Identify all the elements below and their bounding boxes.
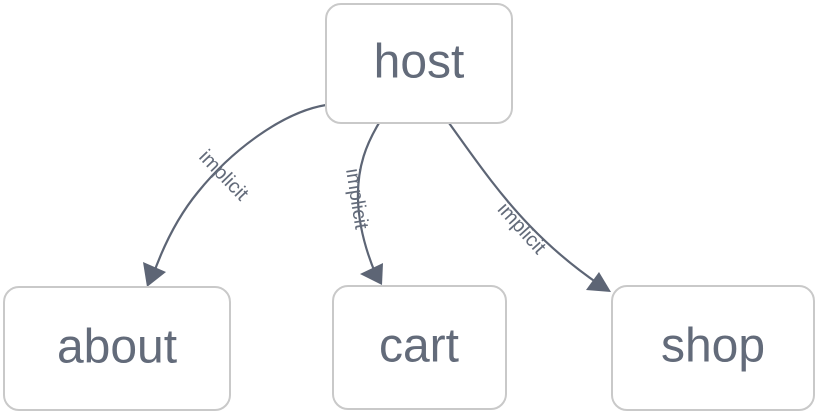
edge-host-cart[interactable]: implicit — [341, 121, 383, 285]
edge-host-cart-path — [356, 121, 381, 277]
node-cart-label: cart — [379, 320, 459, 373]
node-host-box — [325, 3, 513, 124]
node-cart-box — [332, 285, 507, 410]
node-shop-box — [611, 285, 815, 411]
edge-host-about-path — [150, 103, 328, 280]
node-shop-label: shop — [661, 320, 765, 373]
node-shop[interactable]: shop — [611, 285, 815, 411]
edge-host-about[interactable]: implicit — [143, 103, 328, 287]
node-host[interactable]: host — [325, 3, 513, 124]
node-about-label: about — [57, 321, 177, 374]
edge-host-about-label: implicit — [194, 146, 253, 206]
edge-host-shop[interactable]: implicit — [447, 121, 611, 292]
node-host-label: host — [374, 36, 465, 89]
edge-host-shop-arrowhead — [586, 272, 611, 292]
node-about[interactable]: about — [3, 286, 231, 411]
edge-host-shop-path — [447, 121, 602, 287]
edge-host-cart-label: implicit — [341, 167, 372, 231]
node-about-box — [3, 286, 231, 411]
edge-host-shop-label: implicit — [493, 198, 551, 258]
node-cart[interactable]: cart — [332, 285, 507, 410]
edge-host-about-arrowhead — [143, 262, 166, 287]
edge-host-cart-arrowhead — [360, 263, 383, 285]
